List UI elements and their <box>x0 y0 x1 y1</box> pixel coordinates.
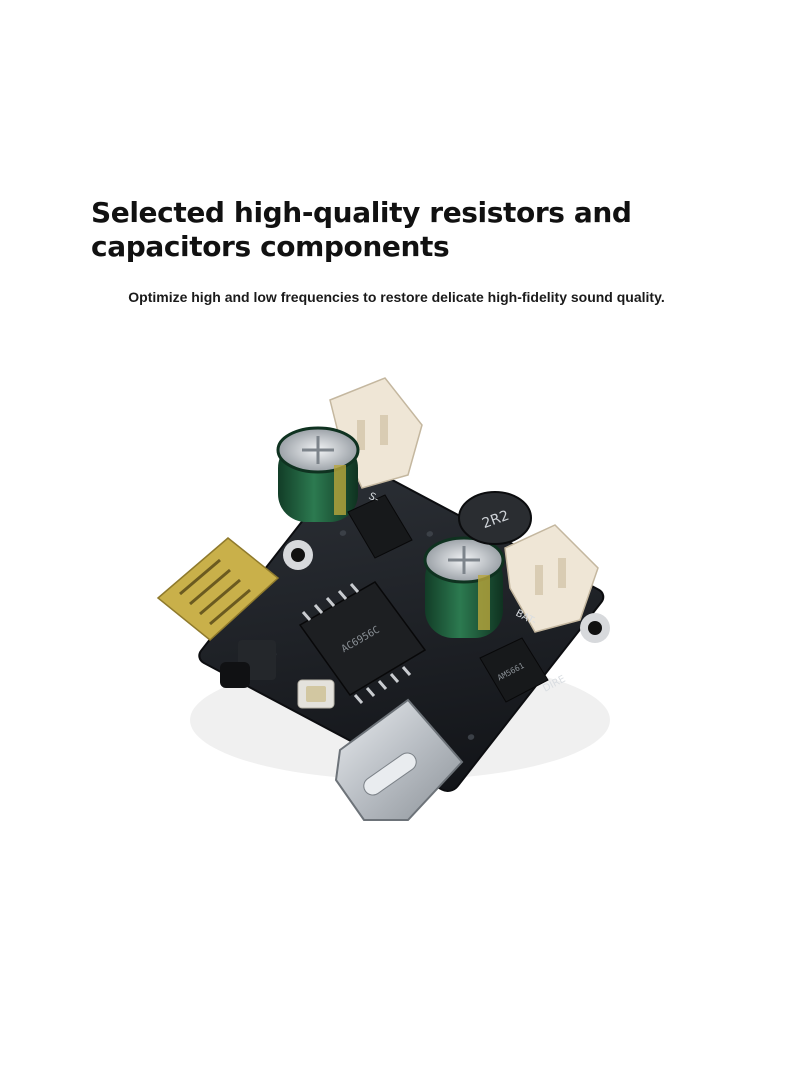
connector-right <box>504 524 599 633</box>
capacitor-right <box>423 536 505 638</box>
amp-chip: AM5661 <box>479 637 549 703</box>
bluetooth-audio-board-image: 2R2 AC6956C AM5661 S- BAT- DIRE <box>156 377 610 821</box>
mounting-hole-left <box>283 540 313 570</box>
push-button <box>220 640 276 688</box>
headline: Selected high-quality resistors and capa… <box>91 196 691 264</box>
inductor: 2R2 <box>458 491 532 545</box>
headline-line-1: Selected high-quality resistors and <box>91 196 632 229</box>
crystal-oscillator <box>297 679 335 709</box>
usb-c-port <box>334 698 464 821</box>
main-chip: AC6956C <box>298 581 427 704</box>
headline-line-2: capacitors components <box>91 230 450 263</box>
capacitor-left <box>276 426 360 522</box>
antenna <box>156 537 280 641</box>
regulator-chip <box>347 494 413 559</box>
subheadline: Optimize high and low frequencies to res… <box>128 289 665 305</box>
mounting-hole-right <box>580 613 610 643</box>
